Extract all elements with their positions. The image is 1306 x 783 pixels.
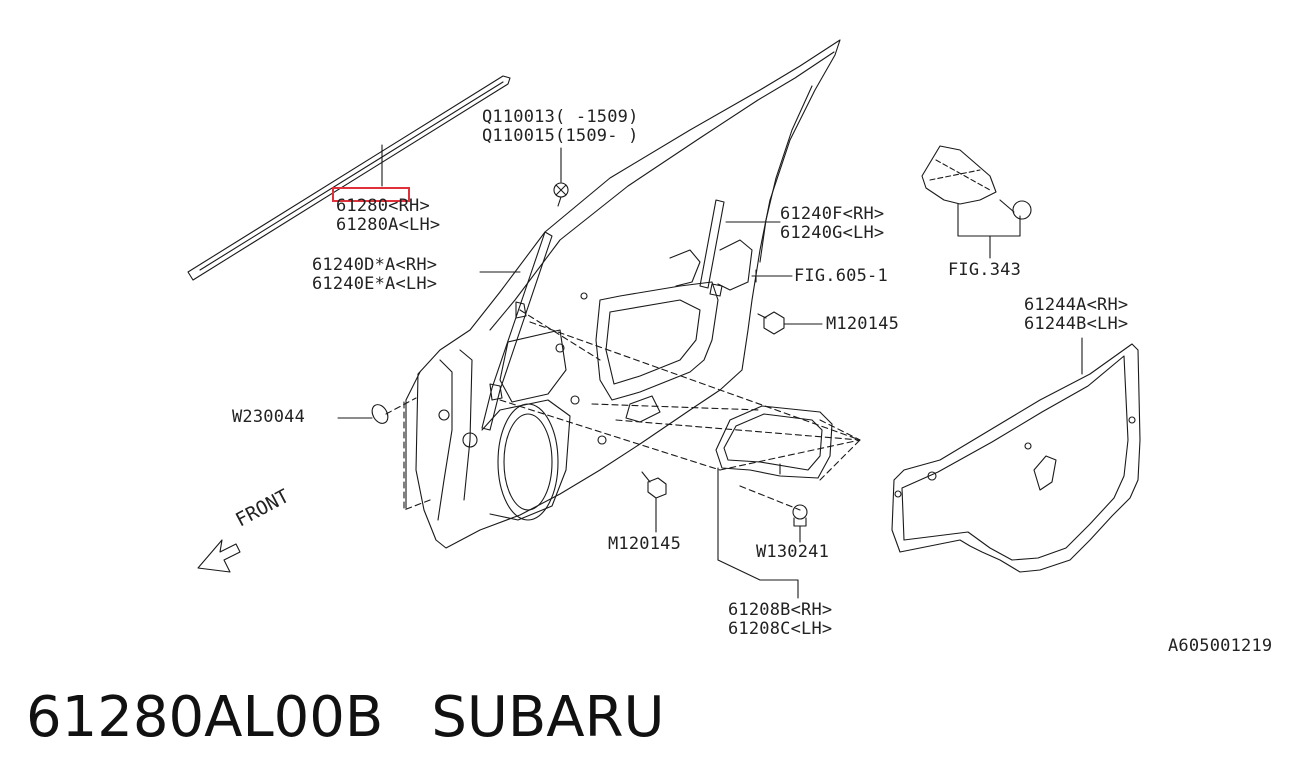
label-q110015: Q110015(1509- ) [482, 126, 639, 146]
label-61240g: 61240G<LH> [780, 223, 885, 243]
brand-name: SUBARU [431, 685, 665, 750]
label-fig343: FIG.343 [948, 260, 1022, 280]
label-61240d: 61240D*A<RH> [312, 255, 438, 275]
leader-lines [480, 222, 792, 282]
clip-w130241 [793, 505, 807, 542]
label-61208c: 61208C<LH> [728, 619, 833, 639]
bolt-m120145-top [758, 312, 822, 334]
label-q110013: Q110013( -1509) [482, 107, 639, 127]
fig343-component [922, 146, 1031, 258]
parts-diagram [0, 0, 1306, 680]
label-61240f: 61240F<RH> [780, 204, 885, 224]
label-w130241: W130241 [756, 542, 830, 562]
clip-q110013 [554, 148, 568, 206]
bolt-m120145-bottom [642, 472, 666, 532]
label-m120145-bottom: M120145 [608, 534, 682, 554]
label-61244a: 61244A<RH> [1024, 295, 1129, 315]
plug-w230044 [338, 398, 430, 510]
part-number: 61280AL00B [26, 685, 384, 750]
label-61280a: 61280A<LH> [336, 215, 441, 235]
highlight-box [332, 187, 410, 202]
label-61280: 61280<RH> [336, 196, 430, 216]
label-m120145-top: M120145 [826, 314, 900, 334]
window-guide-rear [700, 200, 724, 296]
door-panel [406, 40, 840, 548]
label-61208b: 61208B<RH> [728, 600, 833, 620]
label-w230044: W230044 [232, 407, 306, 427]
window-guide-front [482, 232, 552, 430]
caption: 61280AL00B SUBARU [26, 684, 713, 752]
assembly-lines [500, 310, 860, 510]
sealing-cover-61244 [892, 338, 1140, 572]
label-61244b: 61244B<LH> [1024, 314, 1129, 334]
bracket-61208 [716, 406, 832, 598]
reference-code: A605001219 [1168, 636, 1273, 656]
front-arrow-icon [198, 540, 240, 572]
label-fig605: FIG.605-1 [794, 266, 888, 286]
weatherstrip-outer-belt [188, 76, 510, 280]
label-61240e: 61240E*A<LH> [312, 274, 438, 294]
